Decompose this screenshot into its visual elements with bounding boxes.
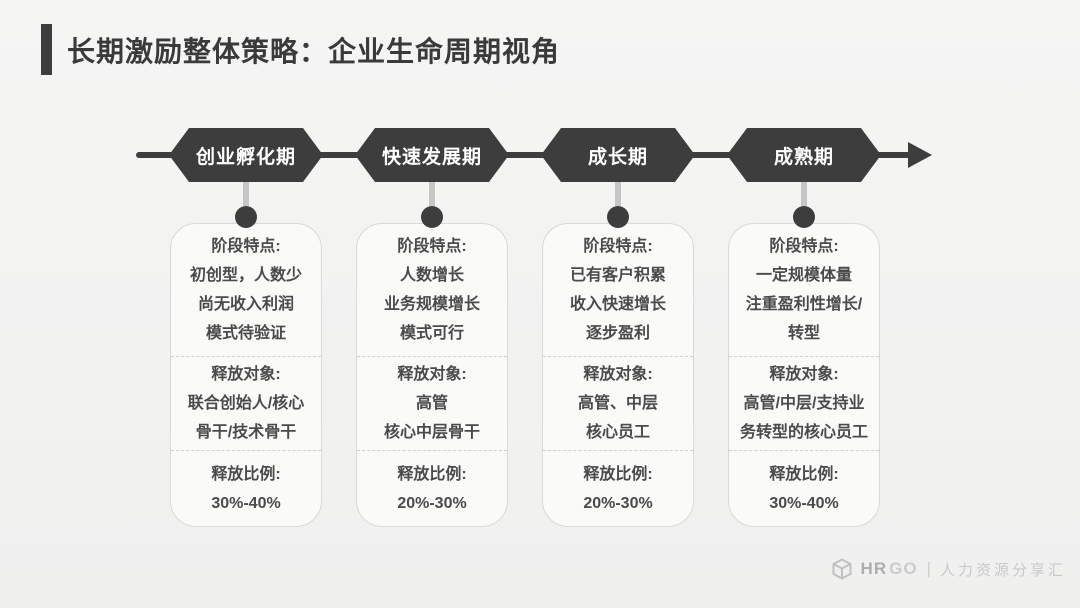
connector-line [429,182,435,206]
section-line: 逐步盈利 [585,325,650,342]
stage-column-growth: 成长期 阶段特点: 已有客户积累 收入快速增长 逐步盈利 释放对象: 高管、中层… [525,128,711,527]
section-label: 阶段特点: [583,238,653,255]
section-label: 释放对象: [211,366,281,383]
stage-card: 阶段特点: 人数增长 业务规模增长 模式可行 释放对象: 高管 核心中层骨干 释… [356,223,508,527]
section-label: 阶段特点: [769,238,839,255]
section-label: 释放对象: [397,366,467,383]
connector-line [801,182,807,206]
card-section-targets: 释放对象: 高管、中层 核心员工 [543,356,693,450]
section-line: 人数增长 [399,267,464,284]
section-label: 释放对象: [583,366,653,383]
cube-icon [832,558,852,580]
stages-row: 创业孵化期 阶段特点: 初创型，人数少 尚无收入利润 模式待验证 释放对象: 联… [153,128,897,527]
section-label: 阶段特点: [397,238,467,255]
brand-chinese-name: 人力资源分享汇 [939,561,1066,579]
title-block: 长期激励整体策略：企业生命周期视角 [41,24,560,75]
section-line: 一定规模体量 [755,267,852,284]
section-line: 收入快速增长 [569,296,666,313]
section-line: 30%-40% [769,494,839,512]
connector-dot [421,206,443,228]
stage-hexagon: 快速发展期 [355,128,509,182]
card-section-characteristics: 阶段特点: 已有客户积累 收入快速增长 逐步盈利 [543,224,693,356]
stage-name: 成熟期 [773,146,834,168]
section-line: 核心中层骨干 [383,424,480,441]
card-section-ratio: 释放比例: 20%-30% [357,450,507,526]
section-line: 业务规模增长 [383,296,480,313]
section-line: 注重盈利性增长/ [745,296,863,313]
stage-name: 成长期 [587,146,648,168]
section-line: 高管 [415,395,448,412]
card-section-characteristics: 阶段特点: 一定规模体量 注重盈利性增长/ 转型 [729,224,879,356]
section-line: 20%-30% [397,494,467,512]
stage-name: 快速发展期 [381,146,482,168]
section-label: 释放比例: [211,465,281,483]
card-section-ratio: 释放比例: 30%-40% [729,450,879,526]
connector-dot [793,206,815,228]
section-line: 初创型，人数少 [189,267,302,284]
brand-hr: HR [860,559,888,578]
section-line: 骨干/技术骨干 [195,424,297,441]
card-section-ratio: 释放比例: 20%-30% [543,450,693,526]
section-line: 尚无收入利润 [197,296,294,313]
title-accent-bar [41,24,52,75]
stage-column-rapid-growth: 快速发展期 阶段特点: 人数增长 业务规模增长 模式可行 释放对象: 高管 核心… [339,128,525,527]
section-line: 核心员工 [585,424,650,441]
connector-line [243,182,249,206]
section-label: 释放比例: [397,465,467,483]
connector-dot [607,206,629,228]
card-section-targets: 释放对象: 联合创始人/核心 骨干/技术骨干 [171,356,321,450]
stage-card: 阶段特点: 初创型，人数少 尚无收入利润 模式待验证 释放对象: 联合创始人/核… [170,223,322,527]
stage-hexagon: 成熟期 [727,128,881,182]
connector-dot [235,206,257,228]
stage-hexagon: 成长期 [541,128,695,182]
section-line: 高管、中层 [577,395,658,412]
section-label: 阶段特点: [211,238,281,255]
brand-divider: | [926,559,931,578]
brand-go: GO [889,559,918,578]
stage-column-maturity: 成熟期 阶段特点: 一定规模体量 注重盈利性增长/ 转型 释放对象: 高管/中层… [711,128,897,527]
section-label: 释放对象: [769,366,839,383]
section-label: 释放比例: [769,465,839,483]
stage-column-incubation: 创业孵化期 阶段特点: 初创型，人数少 尚无收入利润 模式待验证 释放对象: 联… [153,128,339,527]
card-section-targets: 释放对象: 高管/中层/支持业 务转型的核心员工 [729,356,879,450]
page-title: 长期激励整体策略：企业生命周期视角 [67,35,561,67]
card-section-characteristics: 阶段特点: 人数增长 业务规模增长 模式可行 [357,224,507,356]
section-line: 高管/中层/支持业 [743,395,865,412]
connector-line [615,182,621,206]
stage-name: 创业孵化期 [195,146,296,168]
section-line: 转型 [787,325,820,342]
stage-card: 阶段特点: 一定规模体量 注重盈利性增长/ 转型 释放对象: 高管/中层/支持业… [728,223,880,527]
stage-card: 阶段特点: 已有客户积累 收入快速增长 逐步盈利 释放对象: 高管、中层 核心员… [542,223,694,527]
section-line: 已有客户积累 [569,267,666,284]
card-section-ratio: 释放比例: 30%-40% [171,450,321,526]
stage-hexagon: 创业孵化期 [169,128,323,182]
card-section-characteristics: 阶段特点: 初创型，人数少 尚无收入利润 模式待验证 [171,224,321,356]
section-line: 30%-40% [211,494,281,512]
section-label: 释放比例: [583,465,653,483]
section-line: 20%-30% [583,494,653,512]
timeline-line [136,152,916,158]
watermark: HR GO | 人力资源分享汇 [830,557,1066,581]
timeline-arrow-icon [908,142,932,168]
section-line: 模式待验证 [205,325,286,342]
section-line: 联合创始人/核心 [187,395,305,412]
section-line: 务转型的核心员工 [739,424,868,441]
card-section-targets: 释放对象: 高管 核心中层骨干 [357,356,507,450]
section-line: 模式可行 [399,325,464,342]
